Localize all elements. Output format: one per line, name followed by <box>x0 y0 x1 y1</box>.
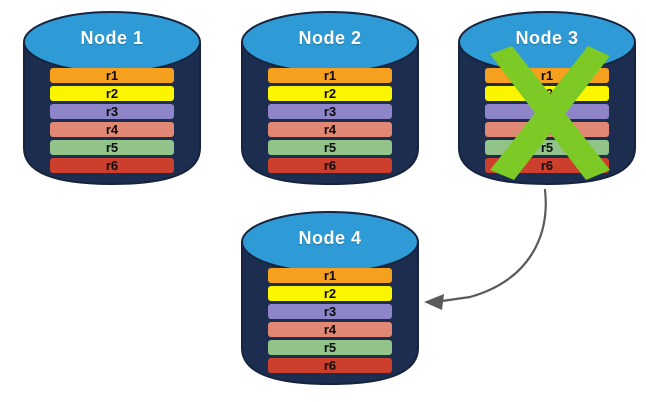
node-3[interactable]: Node 3 r1 r2 r3 r4 r5 r6 <box>457 8 637 186</box>
node-4-row-r4[interactable]: r4 <box>268 322 392 337</box>
node-2-row-r2[interactable]: r2 <box>268 86 392 101</box>
node-2-row-r5[interactable]: r5 <box>268 140 392 155</box>
node-3-row-r1[interactable]: r1 <box>485 68 609 83</box>
node-2-row-r6[interactable]: r6 <box>268 158 392 173</box>
node-3-rows: r1 r2 r3 r4 r5 r6 <box>485 68 609 173</box>
node-1[interactable]: Node 1 r1 r2 r3 r4 r5 r6 <box>22 8 202 186</box>
arrowhead-icon <box>424 294 444 310</box>
node-4[interactable]: Node 4 r1 r2 r3 r4 r5 r6 <box>240 208 420 386</box>
node-2-title: Node 2 <box>298 28 362 48</box>
node-2[interactable]: Node 2 r1 r2 r3 r4 r5 r6 <box>240 8 420 186</box>
node-4-rows: r1 r2 r3 r4 r5 r6 <box>268 268 392 373</box>
node-1-row-r1[interactable]: r1 <box>50 68 174 83</box>
node-4-row-r1[interactable]: r1 <box>268 268 392 283</box>
node-2-row-r3[interactable]: r3 <box>268 104 392 119</box>
node-1-row-r6[interactable]: r6 <box>50 158 174 173</box>
node-3-row-r2[interactable]: r2 <box>485 86 609 101</box>
node-4-row-r2[interactable]: r2 <box>268 286 392 301</box>
node-2-rows: r1 r2 r3 r4 r5 r6 <box>268 68 392 173</box>
node-3-row-r3[interactable]: r3 <box>485 104 609 119</box>
node-1-row-r2[interactable]: r2 <box>50 86 174 101</box>
node-1-rows: r1 r2 r3 r4 r5 r6 <box>50 68 174 173</box>
node-2-row-r1[interactable]: r1 <box>268 68 392 83</box>
node-3-row-r6[interactable]: r6 <box>485 158 609 173</box>
node-2-row-r4[interactable]: r4 <box>268 122 392 137</box>
node-4-title: Node 4 <box>298 228 362 248</box>
node-4-row-r3[interactable]: r3 <box>268 304 392 319</box>
node-1-row-r3[interactable]: r3 <box>50 104 174 119</box>
node-3-row-r5[interactable]: r5 <box>485 140 609 155</box>
node-4-row-r5[interactable]: r5 <box>268 340 392 355</box>
node-3-row-r4[interactable]: r4 <box>485 122 609 137</box>
node-1-title: Node 1 <box>80 28 144 48</box>
node-1-row-r4[interactable]: r4 <box>50 122 174 137</box>
node-4-row-r6[interactable]: r6 <box>268 358 392 373</box>
node-1-row-r5[interactable]: r5 <box>50 140 174 155</box>
node-3-title: Node 3 <box>515 28 579 48</box>
